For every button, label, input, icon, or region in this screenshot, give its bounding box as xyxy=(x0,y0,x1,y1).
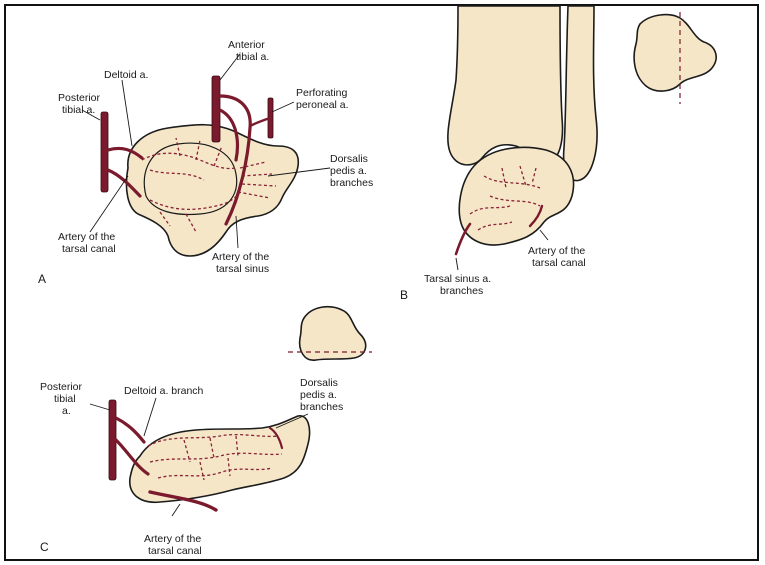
talus-section-b xyxy=(634,15,716,91)
label-a-anterior-tibial-2: tibial a. xyxy=(236,51,269,63)
label-c-tarsal-canal-2: tarsal canal xyxy=(148,545,202,557)
panel-letter-c: C xyxy=(40,540,49,554)
label-c-posterior-tibial-3: a. xyxy=(62,405,71,417)
panel-b-illustration xyxy=(448,6,716,270)
label-a-tarsal-sinus-1: Artery of the xyxy=(212,251,269,263)
panel-letter-b: B xyxy=(400,288,408,302)
fibula-bone xyxy=(564,6,597,181)
panel-a-illustration xyxy=(82,54,330,256)
label-a-perforating-1: Perforating xyxy=(296,87,348,99)
label-a-dorsalis-1: Dorsalis xyxy=(330,153,368,165)
label-c-dorsalis-2: pedis a. xyxy=(300,389,337,401)
label-b-tarsal-canal-1: Artery of the xyxy=(528,245,585,257)
talus-bone-c xyxy=(130,416,310,502)
label-a-posterior-tibial-2: tibial a. xyxy=(62,104,95,116)
label-b-tarsal-sinus-2: branches xyxy=(440,285,483,297)
label-c-tarsal-canal-1: Artery of the xyxy=(144,533,201,545)
label-a-deltoid: Deltoid a. xyxy=(104,69,148,81)
label-c-posterior-tibial-2: tibial xyxy=(54,393,76,405)
label-a-perforating-2: peroneal a. xyxy=(296,99,349,111)
label-c-deltoid-branch: Deltoid a. branch xyxy=(124,385,204,397)
panel-letter-a: A xyxy=(38,272,46,286)
talus-bone-a xyxy=(126,125,298,256)
label-a-tarsal-canal-1: Artery of the xyxy=(58,231,115,243)
label-b-tarsal-canal-2: tarsal canal xyxy=(532,257,586,269)
label-a-tarsal-sinus-2: tarsal sinus xyxy=(216,263,269,275)
label-a-dorsalis-3: branches xyxy=(330,177,373,189)
label-a-anterior-tibial-1: Anterior xyxy=(228,39,265,51)
label-b-tarsal-sinus-1: Tarsal sinus a. xyxy=(424,273,491,285)
label-c-posterior-tibial-1: Posterior xyxy=(40,381,83,393)
tibia-bone xyxy=(448,6,563,165)
label-a-posterior-tibial-1: Posterior xyxy=(58,92,101,104)
label-c-dorsalis-1: Dorsalis xyxy=(300,377,338,389)
label-c-dorsalis-3: branches xyxy=(300,401,343,413)
label-a-tarsal-canal-2: tarsal canal xyxy=(62,243,116,255)
label-a-dorsalis-2: pedis a. xyxy=(330,165,367,177)
